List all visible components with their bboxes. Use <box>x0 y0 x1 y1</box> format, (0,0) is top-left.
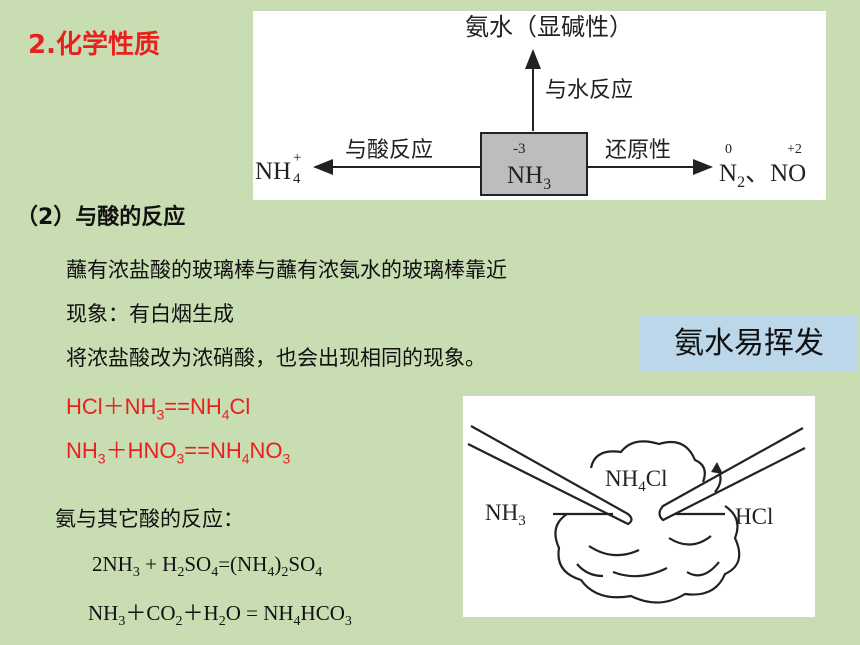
nh3-label-sub: 3 <box>518 513 526 529</box>
cloud-label-sub: 4 <box>638 479 646 495</box>
svg-text:NH3: NH3 <box>485 500 526 529</box>
eq2-sub: 3 <box>97 450 106 467</box>
left-product-sub: 4 <box>293 171 301 187</box>
center-box <box>480 132 588 196</box>
eq3-part: ) <box>274 552 282 576</box>
white-smoke-illustration: NH4Cl NH3 HCl <box>463 396 815 617</box>
cloud-label-tail: Cl <box>646 466 668 491</box>
eq1-part: HCl＋NH <box>66 394 157 419</box>
section-title: 2.化学性质 <box>28 30 160 60</box>
eq3-part: 2NH <box>92 552 133 576</box>
right-n-ox: 0 <box>725 142 732 157</box>
svg-text:NH3: NH3 <box>507 162 551 193</box>
eq2-part: NO <box>249 438 283 463</box>
equation-hcl: HCl＋NH3==NH4Cl <box>66 389 250 422</box>
smoke-cloud-bottom <box>554 505 741 604</box>
center-oxidation: -3 <box>513 141 526 157</box>
right-glass-rod <box>658 427 806 522</box>
svg-text:N2、NO: N2、NO <box>719 160 806 191</box>
eq1-sub: 3 <box>156 406 165 423</box>
smoke-swirl <box>686 561 720 577</box>
right-no-ox: +2 <box>787 142 802 157</box>
center-formula: NH <box>507 162 543 189</box>
eq3-sub: 4 <box>267 565 275 581</box>
eq2-sub: 3 <box>176 450 185 467</box>
eq3-sub: 4 <box>315 565 323 581</box>
eq1-part: ==NH <box>164 394 222 419</box>
right-arrow-label: 还原性 <box>605 137 671 162</box>
smoke-cloud-top <box>589 440 706 483</box>
other-acids-heading: 氨与其它酸的反应： <box>55 507 244 531</box>
eq4-sub: 3 <box>118 614 126 630</box>
text-line-3: 将浓盐酸改为浓硝酸，也会出现相同的现象。 <box>66 346 486 370</box>
eq2-sub: 4 <box>241 450 250 467</box>
cloud-label: NH <box>605 466 638 491</box>
eq4-sub: 2 <box>218 614 226 630</box>
eq3-sub: 4 <box>211 565 219 581</box>
left-glass-rod <box>467 425 633 526</box>
eq3-part: SO <box>288 552 316 576</box>
diagram-svg: 氨水（显碱性） 与水反应 -3 NH3 与酸反应 NH + 4 还原性 0 +2… <box>255 14 806 196</box>
arrow-head <box>711 462 723 474</box>
smoke-swirl <box>576 563 604 578</box>
eq3-part: SO <box>184 552 212 576</box>
eq4-part: NH <box>88 601 119 625</box>
up-arrow-label: 与水反应 <box>545 77 633 102</box>
right-n: N <box>719 160 737 187</box>
left-product-sup: + <box>293 150 301 166</box>
smoke-swirl <box>588 545 640 557</box>
top-label: 氨水（显碱性） <box>465 14 633 41</box>
eq1-part: Cl <box>229 394 251 419</box>
equation-hno3: NH3＋HNO3==NH4NO3 <box>66 433 290 466</box>
right-no: NO <box>770 160 806 187</box>
right-sep: 、 <box>745 160 770 187</box>
text-line-2: 现象：有白烟生成 <box>66 302 234 326</box>
eq3-sub: 2 <box>177 565 185 581</box>
smoke-svg: NH4Cl NH3 HCl <box>467 425 806 604</box>
eq3-sub: 2 <box>281 565 289 581</box>
eq4-part: ＋CO <box>125 601 176 625</box>
smoke-swirl <box>612 567 668 578</box>
center-sub: 3 <box>543 176 551 193</box>
svg-text:NH4Cl: NH4Cl <box>605 466 667 495</box>
eq3-part: + H <box>139 552 178 576</box>
nh3-label: NH <box>485 500 518 525</box>
eq4-part: HCO <box>300 601 345 625</box>
eq3-sub: 3 <box>132 565 140 581</box>
equation-co2: NH3＋CO2＋H2O = NH4HCO3 <box>88 597 352 630</box>
eq3-part: =(NH <box>218 552 268 576</box>
left-product: NH <box>255 158 291 185</box>
eq4-part: O = NH <box>225 601 294 625</box>
eq4-part: ＋H <box>182 601 219 625</box>
eq4-sub: 3 <box>344 614 352 630</box>
equation-h2so4: 2NH3 + H2SO4=(NH4)2SO4 <box>92 552 322 581</box>
nh3-reaction-diagram: 氨水（显碱性） 与水反应 -3 NH3 与酸反应 NH + 4 还原性 0 +2… <box>253 11 826 200</box>
eq4-sub: 4 <box>293 614 301 630</box>
eq2-part: ==NH <box>184 438 242 463</box>
hcl-label: HCl <box>735 504 773 529</box>
eq1-sub: 4 <box>221 406 230 423</box>
eq2-sub: 3 <box>282 450 291 467</box>
right-n-sub: 2 <box>737 174 745 191</box>
left-arrow-label: 与酸反应 <box>345 137 433 162</box>
subsection-title: （2）与酸的反应 <box>16 205 186 230</box>
eq2-part: ＋HNO <box>105 438 177 463</box>
text-line-1: 蘸有浓盐酸的玻璃棒与蘸有浓氨水的玻璃棒靠近 <box>66 258 507 282</box>
volatility-tag: 氨水易挥发 <box>640 316 858 372</box>
eq2-part: NH <box>66 438 98 463</box>
eq4-sub: 2 <box>175 614 183 630</box>
smoke-swirl <box>668 535 712 546</box>
